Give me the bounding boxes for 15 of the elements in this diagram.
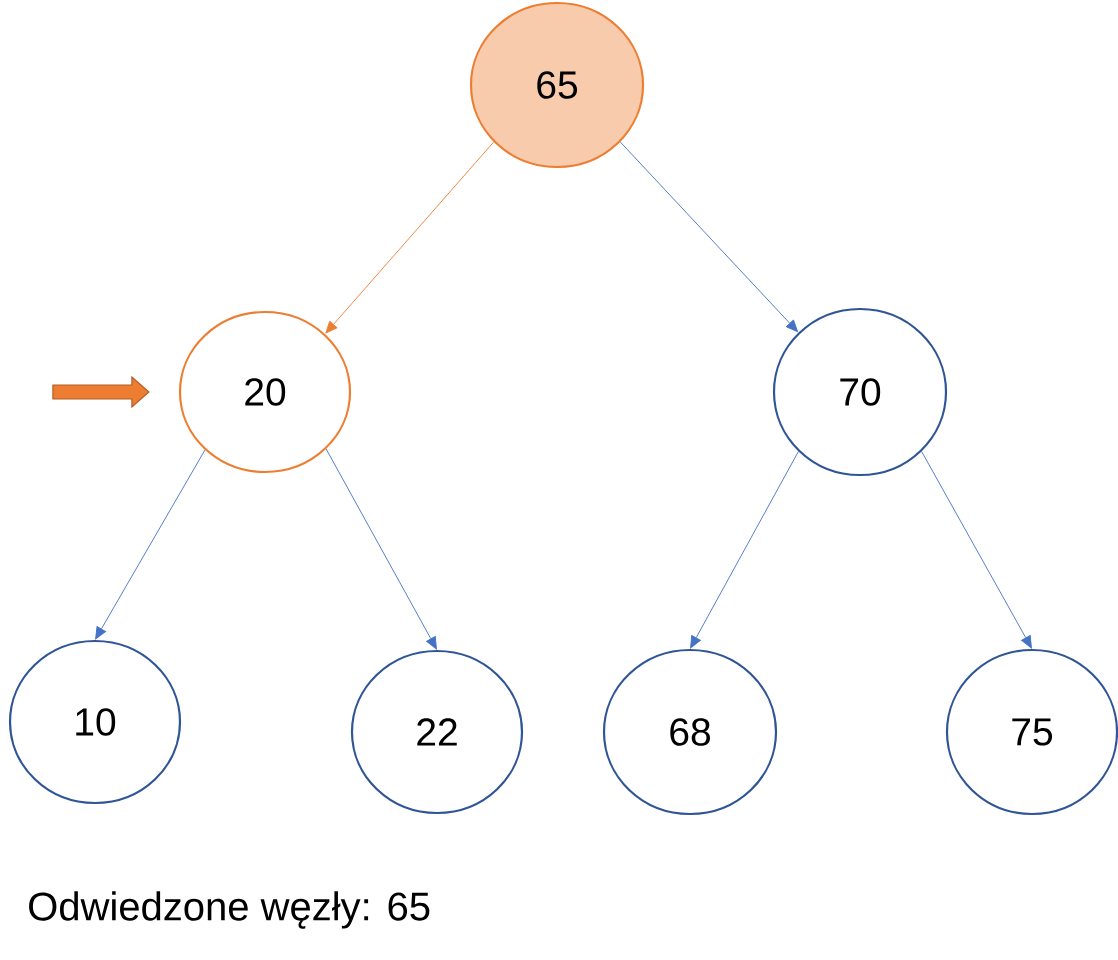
- arrow: [95, 449, 206, 640]
- tree-node: 65: [469, 1, 645, 169]
- status-text: Odwiedzone węzły: 65: [29, 891, 430, 929]
- tree-node: 22: [350, 649, 524, 815]
- tree-node: 75: [945, 648, 1118, 816]
- block-arrow: [52, 375, 150, 409]
- tree-node: 70: [772, 307, 948, 477]
- tree-node: 68: [602, 648, 778, 816]
- arrow: [325, 141, 495, 334]
- arrow: [619, 141, 799, 333]
- tree-node: 20: [178, 310, 352, 474]
- tree-node: 10: [8, 639, 182, 805]
- arrow: [921, 451, 1032, 649]
- arrow: [325, 448, 437, 650]
- arrow: [690, 451, 799, 649]
